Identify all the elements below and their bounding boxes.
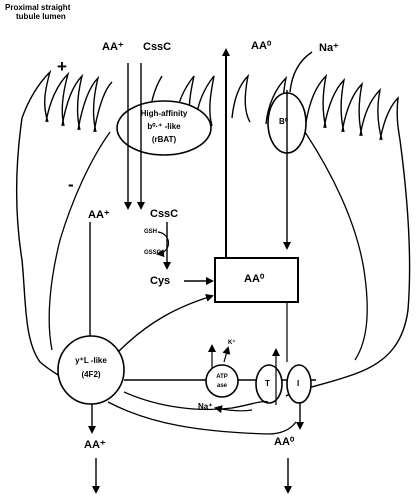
yl-label-line-2: (4F2) bbox=[58, 371, 124, 379]
k-plus-label: K⁺ bbox=[228, 340, 236, 346]
header-line-2: tubule lumen bbox=[16, 13, 66, 21]
basolateral-aa-plus-label: AA⁺ bbox=[84, 440, 106, 451]
na-loop-lower bbox=[124, 392, 268, 409]
rbat-label-line-2: b⁰·⁺ -like bbox=[124, 123, 204, 131]
yl-label-line-1: y⁺L -like bbox=[58, 357, 124, 365]
gsh-label: GSH bbox=[144, 229, 157, 235]
basolateral-aa0-label: AA⁰ bbox=[274, 437, 294, 448]
na-curve bbox=[290, 52, 312, 92]
apical-aa-plus-label: AA⁺ bbox=[102, 42, 124, 53]
rbat-label-line-3: (rBAT) bbox=[124, 136, 204, 144]
header-line-1: Proximal straight bbox=[5, 4, 70, 12]
atpase-pump bbox=[206, 365, 238, 397]
aa0-box-label: AA⁰ bbox=[244, 274, 264, 285]
b0-label: B⁰ bbox=[279, 118, 288, 126]
cell-aa-plus-label: AA⁺ bbox=[88, 210, 110, 221]
i-transporter-label: I bbox=[297, 380, 299, 388]
apical-cssc-label: CssC bbox=[143, 42, 171, 53]
cys-label: Cys bbox=[150, 276, 170, 287]
cell-cssc-label: CssC bbox=[150, 209, 178, 220]
rbat-label-line-1: High-affinity bbox=[124, 110, 204, 118]
arrow-k-in bbox=[224, 348, 228, 362]
na-plus-lower-label: Na⁺ bbox=[198, 403, 212, 411]
membrane-plus-sign: + bbox=[57, 58, 67, 75]
arrow-yl-to-box bbox=[118, 296, 212, 352]
atpase-label-line-2: ase bbox=[206, 383, 238, 389]
inner-membrane-curve-right bbox=[305, 132, 367, 360]
gssg-label: GSSG bbox=[144, 250, 161, 256]
apical-aa0-label: AA⁰ bbox=[251, 41, 271, 52]
na-arrow-lower bbox=[216, 408, 252, 411]
t-transporter-label: T bbox=[265, 380, 270, 388]
apical-na-plus-label: Na⁺ bbox=[319, 43, 339, 54]
membrane-minus-sign: - bbox=[68, 176, 74, 193]
atpase-label-line-1: ATP bbox=[206, 374, 238, 380]
inner-membrane-curve-left bbox=[49, 132, 110, 350]
